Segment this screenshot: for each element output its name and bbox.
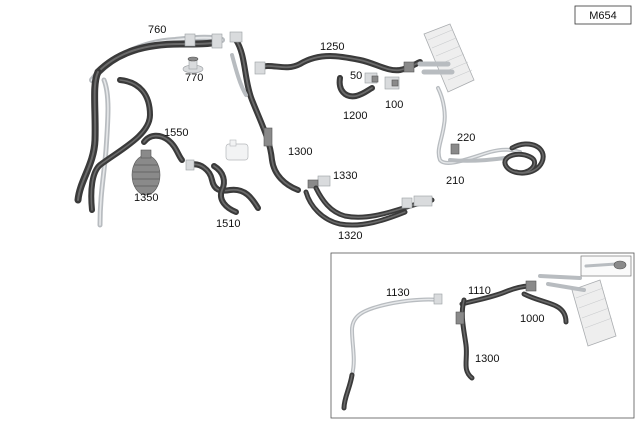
hose-1300-inset[interactable] bbox=[455, 297, 475, 381]
label-1320: 1320 bbox=[338, 230, 362, 242]
label-1330: 1330 bbox=[333, 170, 357, 182]
hose-1300-main[interactable] bbox=[229, 31, 301, 193]
hose-1110[interactable] bbox=[459, 280, 537, 307]
hose-1320[interactable] bbox=[303, 185, 435, 228]
label-1130: 1130 bbox=[386, 287, 410, 299]
label-1300-main: 1300 bbox=[288, 146, 312, 158]
hose-760[interactable] bbox=[74, 33, 225, 228]
expansion-tank[interactable] bbox=[225, 139, 249, 161]
label-50: 50 bbox=[350, 70, 362, 82]
radiator-inset[interactable] bbox=[538, 274, 617, 347]
part-770-cap[interactable] bbox=[182, 56, 204, 74]
label-770: 770 bbox=[185, 72, 203, 84]
part-1350-reservoir[interactable] bbox=[131, 149, 161, 196]
diagram-code-badge: M654 bbox=[574, 5, 632, 25]
part-220[interactable] bbox=[450, 143, 460, 155]
hose-1200[interactable] bbox=[336, 75, 375, 100]
label-100: 100 bbox=[385, 99, 403, 111]
label-1250: 1250 bbox=[320, 41, 344, 53]
part-100[interactable] bbox=[384, 76, 400, 90]
inset-frame bbox=[330, 252, 635, 419]
label-1510: 1510 bbox=[216, 218, 240, 230]
hose-1550[interactable] bbox=[141, 132, 185, 163]
radiator-main[interactable] bbox=[417, 23, 475, 93]
label-1110: 1110 bbox=[468, 285, 491, 297]
inset-thumbnail[interactable] bbox=[580, 255, 632, 277]
label-1000: 1000 bbox=[520, 313, 544, 325]
label-760: 760 bbox=[148, 24, 166, 36]
hose-1510[interactable] bbox=[185, 159, 261, 215]
label-210: 210 bbox=[446, 175, 464, 187]
hose-1130[interactable] bbox=[341, 293, 443, 411]
label-220: 220 bbox=[457, 132, 475, 144]
hose-1000[interactable] bbox=[521, 291, 569, 325]
label-1550: 1550 bbox=[164, 127, 188, 139]
part-1330[interactable] bbox=[307, 175, 331, 189]
hose-coil[interactable] bbox=[502, 141, 546, 176]
label-1350: 1350 bbox=[134, 192, 158, 204]
part-50[interactable] bbox=[364, 72, 379, 84]
label-1200: 1200 bbox=[343, 110, 367, 122]
diagram-code-text: M654 bbox=[589, 10, 617, 22]
hose-1250[interactable] bbox=[254, 53, 423, 75]
label-1300-inset: 1300 bbox=[475, 353, 499, 365]
pipe-210[interactable] bbox=[436, 86, 522, 165]
